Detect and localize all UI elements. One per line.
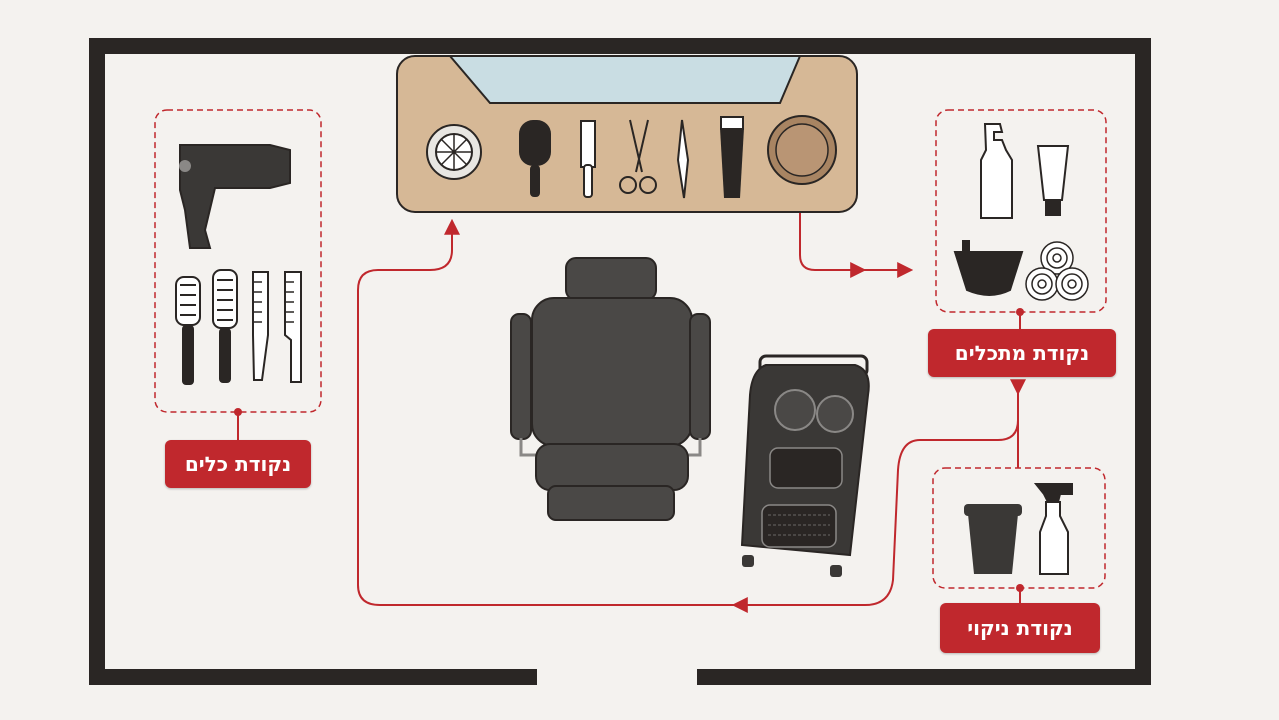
comb-icon (580, 120, 596, 198)
cleaning-zone-icons (964, 483, 1073, 575)
label-products-zone: נקודת מתכלים (928, 329, 1116, 377)
hair-dryer-icon (179, 144, 291, 249)
workflow-paths (237, 212, 1026, 613)
tools-zone-outline (154, 109, 322, 413)
products-zone-outline (935, 109, 1107, 313)
comb-icon (284, 271, 302, 383)
scissors-icon (619, 119, 657, 194)
comb-icon (252, 271, 269, 381)
label-tools-zone: נקודת כלים (165, 440, 311, 488)
path-loop-to-counter (357, 218, 1019, 606)
razor-icon (676, 119, 690, 199)
spray-bottle-icon (1033, 483, 1073, 575)
paddle-brush-icon (519, 120, 551, 197)
tube-icon (1036, 145, 1070, 216)
tools-zone-icons (175, 144, 302, 385)
cleaning-zone-outline (932, 467, 1106, 589)
sink-drain-icon (426, 124, 482, 180)
floor-plan-walls (89, 38, 1151, 685)
styling-counter (396, 55, 858, 213)
bowl-icon (767, 115, 837, 185)
mixing-bowl-icon (953, 240, 1024, 296)
dot-tools (234, 408, 242, 416)
round-brush-icon (212, 269, 238, 383)
trolley-icon (740, 354, 870, 577)
outer-walls (89, 38, 1151, 685)
pump-bottle-icon (980, 123, 1013, 219)
towel-rolls-icon (1025, 241, 1089, 301)
products-zone-icons (953, 123, 1089, 301)
path-counter-to-products (799, 212, 914, 278)
round-brush-icon (175, 276, 201, 385)
trash-bin-icon (964, 504, 1022, 574)
zone-outlines (154, 109, 1107, 589)
mirror (447, 55, 802, 104)
clipper-icon (720, 116, 744, 198)
salon-chair-icon (510, 257, 711, 521)
label-cleaning-zone: נקודת ניקוי (940, 603, 1100, 653)
